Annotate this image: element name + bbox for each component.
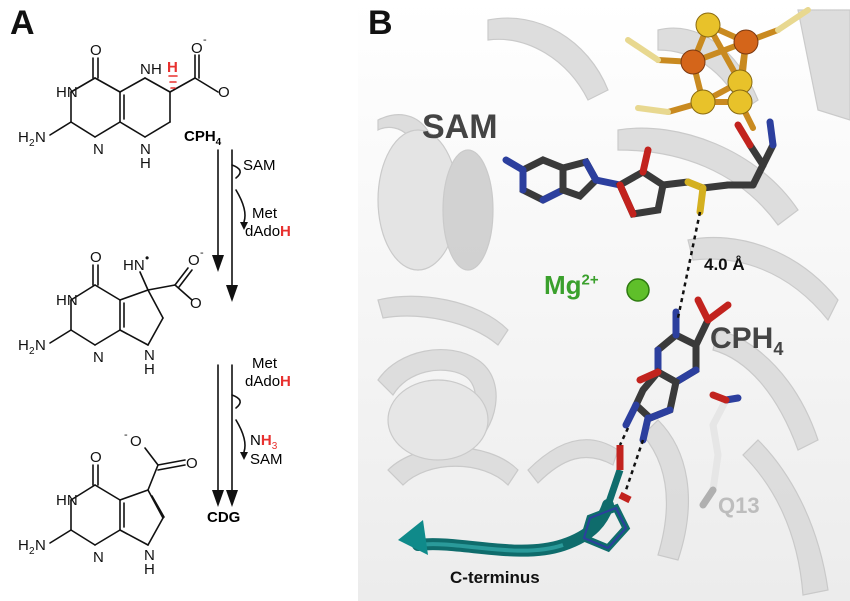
svg-text:H: H (18, 129, 29, 146)
svg-text:O: O (218, 84, 230, 101)
svg-text:O: O (90, 42, 102, 59)
svg-text:N: N (93, 141, 104, 158)
mg-ion (626, 278, 650, 302)
svg-text:O: O (90, 449, 102, 466)
svg-text:O: O (186, 455, 198, 472)
step1-met-label: Met (252, 205, 278, 222)
cdg-label: CDG (207, 509, 241, 526)
svg-text:HN: HN (56, 292, 78, 309)
svg-text:N: N (93, 549, 104, 566)
svg-text:-: - (200, 247, 204, 259)
step1-dado-label: dAdoH (245, 223, 291, 240)
sam-ligand (502, 118, 777, 218)
svg-text:O: O (191, 40, 203, 57)
svg-text:-: - (203, 34, 207, 46)
svg-text:N: N (35, 537, 46, 554)
svg-text:2: 2 (29, 138, 35, 149)
svg-text:HN: HN (56, 492, 78, 509)
step2-dado-label: dAdoH (245, 373, 291, 390)
protein-structure-render (377, 7, 850, 596)
fes-cluster (625, 7, 811, 131)
svg-text:N: N (144, 547, 155, 564)
svg-text:H: H (18, 537, 29, 554)
sam-label: SAM (422, 108, 498, 146)
reaction-scheme: O HN H2N N NH NH O- O H O HN H2N N HN• O… (18, 34, 248, 578)
svg-text:N: N (35, 337, 46, 354)
panel-b-letter: B (368, 4, 393, 42)
q13-label: Q13 (718, 493, 760, 518)
svg-text:H: H (18, 337, 29, 354)
svg-text:H: H (167, 59, 178, 76)
distance-label: 4.0 Å (704, 255, 745, 274)
svg-text:•: • (145, 251, 149, 265)
q13-residue (699, 391, 742, 509)
step2-met-label: Met (252, 355, 278, 372)
step1-sam-label: SAM (243, 157, 276, 174)
mg-label: Mg2+ (544, 270, 599, 300)
cph4-ligand (622, 296, 732, 444)
svg-text:H: H (144, 361, 155, 378)
svg-text:H: H (140, 155, 151, 172)
step2-sam-label: SAM (250, 451, 283, 468)
protein-ribbons (377, 9, 850, 596)
c-terminus-chain (398, 445, 632, 557)
cph4-structure (49, 54, 219, 138)
svg-text:O: O (190, 295, 202, 312)
distance-lines (618, 211, 702, 491)
step2-nh3-label: NH3 (250, 432, 278, 452)
protein-structure-panel: SAM Mg2+ 4.0 Å CPH4 Q13 C-terminus (358, 0, 850, 601)
svg-text:O: O (90, 249, 102, 266)
svg-text:N: N (140, 61, 151, 78)
svg-text:HN: HN (56, 84, 78, 101)
cdg-structure (49, 447, 186, 546)
svg-text:H: H (151, 61, 162, 78)
c-terminus-label: C-terminus (450, 568, 540, 587)
cph4-label: CPH4 (184, 128, 222, 148)
svg-text:N: N (144, 347, 155, 364)
svg-text:2: 2 (29, 346, 35, 357)
svg-text:O: O (188, 252, 200, 269)
cph4-structure-label: CPH4 (710, 322, 784, 359)
svg-text:O: O (130, 433, 142, 450)
panel-a-letter: A (10, 4, 35, 42)
reaction-arrows (217, 149, 246, 491)
svg-text:N: N (93, 349, 104, 366)
svg-text:-: - (124, 429, 128, 441)
intermediate-structure (49, 264, 193, 346)
svg-text:N: N (140, 141, 151, 158)
svg-text:H: H (144, 561, 155, 578)
svg-text:HN: HN (123, 257, 145, 274)
svg-text:N: N (35, 129, 46, 146)
svg-text:2: 2 (29, 546, 35, 557)
